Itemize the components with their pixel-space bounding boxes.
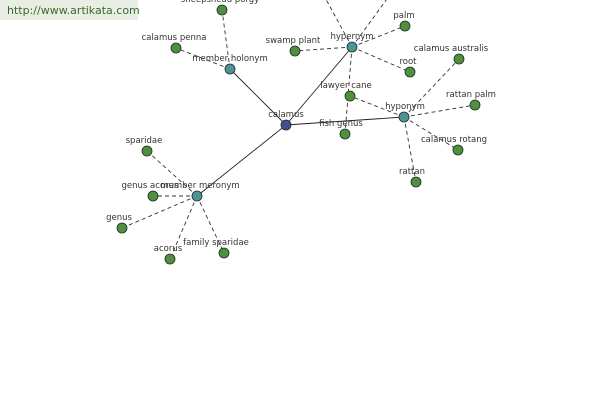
watermark-banner: http://www.artikata.com bbox=[0, 0, 140, 20]
node-member-meronym[interactable] bbox=[191, 190, 203, 202]
node-swamp-plant[interactable] bbox=[289, 45, 301, 57]
edge-hypernym-to-palm bbox=[351, 25, 406, 48]
edge-hyponym-to-calamus-rotang bbox=[403, 116, 459, 151]
node-label-palm: palm bbox=[393, 11, 414, 21]
edge-hypernym-to-root bbox=[351, 46, 411, 73]
edge-hypernym-to-offscreen-a bbox=[325, 0, 353, 48]
node-fish-genus[interactable] bbox=[339, 128, 351, 140]
node-label-calamus-australis: calamus australis bbox=[414, 44, 489, 54]
node-label-calamus-rotang: calamus rotang bbox=[421, 135, 487, 145]
node-label-genus-acorus: genus acorus bbox=[122, 181, 179, 191]
node-label-sheepshead-porgy: sheepshead porgy bbox=[181, 0, 259, 5]
node-calamus-rotang[interactable] bbox=[452, 144, 464, 156]
node-palm[interactable] bbox=[399, 20, 411, 32]
node-label-hypernym: hypernym bbox=[330, 32, 373, 42]
edge-hypernym-to-offscreen-b bbox=[351, 0, 387, 48]
node-lawyer-cane[interactable] bbox=[344, 90, 356, 102]
node-calamus-australis[interactable] bbox=[453, 53, 465, 65]
node-sheepshead-porgy[interactable] bbox=[216, 4, 228, 16]
node-calamus[interactable] bbox=[280, 119, 292, 131]
labels-layer: calamus member holonym hypernym hyponym memb… bbox=[106, 0, 496, 254]
edge-member-holonym-to-calamus-penna bbox=[175, 47, 231, 70]
node-label-hyponym: hyponym bbox=[385, 102, 425, 112]
node-label-genus: genus bbox=[106, 213, 132, 223]
edge-calamus-to-hypernym bbox=[285, 46, 353, 126]
edge-calamus-to-member-meronym bbox=[196, 124, 287, 197]
node-label-fish-genus: fish genus bbox=[319, 119, 363, 129]
edge-calamus-to-hyponym bbox=[285, 116, 405, 126]
nodes-layer bbox=[116, 4, 481, 265]
edges-layer bbox=[121, 0, 476, 260]
node-acorus[interactable] bbox=[164, 253, 176, 265]
node-label-family-sparidae: family sparidae bbox=[183, 238, 249, 248]
node-label-acorus: acorus bbox=[154, 244, 183, 254]
edge-hypernym-to-fish-genus bbox=[344, 46, 353, 135]
node-label-member-holonym: member holonym bbox=[192, 54, 267, 64]
node-label-member-meronym: member meronym bbox=[160, 181, 239, 191]
edge-member-holonym-to-sheepshead-porgy bbox=[221, 9, 231, 70]
watermark-url: http://www.artikata.com bbox=[7, 4, 140, 17]
edge-member-meronym-to-sparidae bbox=[146, 150, 198, 197]
node-genus[interactable] bbox=[116, 222, 128, 234]
node-calamus-penna[interactable] bbox=[170, 42, 182, 54]
node-label-rattan: rattan bbox=[399, 167, 425, 177]
edge-hyponym-to-rattan-palm bbox=[403, 104, 476, 118]
node-member-holonym[interactable] bbox=[224, 63, 236, 75]
node-sparidae[interactable] bbox=[141, 145, 153, 157]
node-label-calamus-penna: calamus penna bbox=[142, 33, 207, 43]
node-label-calamus: calamus bbox=[268, 110, 304, 120]
edge-calamus-to-member-holonym bbox=[229, 68, 287, 126]
node-label-root: root bbox=[399, 57, 417, 67]
node-rattan[interactable] bbox=[410, 176, 422, 188]
edge-hyponym-to-calamus-australis bbox=[403, 58, 460, 118]
node-label-rattan-palm: rattan palm bbox=[446, 90, 496, 100]
edge-member-meronym-to-family-sparidae bbox=[196, 195, 225, 254]
node-rattan-palm[interactable] bbox=[469, 99, 481, 111]
edge-hyponym-to-lawyer-cane bbox=[349, 95, 405, 118]
node-hyponym[interactable] bbox=[398, 111, 410, 123]
node-family-sparidae[interactable] bbox=[218, 247, 230, 259]
node-label-lawyer-cane: lawyer cane bbox=[320, 81, 371, 91]
node-label-swamp-plant: swamp plant bbox=[266, 36, 321, 46]
edge-hypernym-to-swamp-plant bbox=[294, 46, 353, 52]
node-genus-acorus[interactable] bbox=[147, 190, 159, 202]
node-hypernym[interactable] bbox=[346, 41, 358, 53]
node-root[interactable] bbox=[404, 66, 416, 78]
edge-member-meronym-to-acorus bbox=[169, 195, 198, 260]
node-label-sparidae: sparidae bbox=[126, 136, 163, 146]
